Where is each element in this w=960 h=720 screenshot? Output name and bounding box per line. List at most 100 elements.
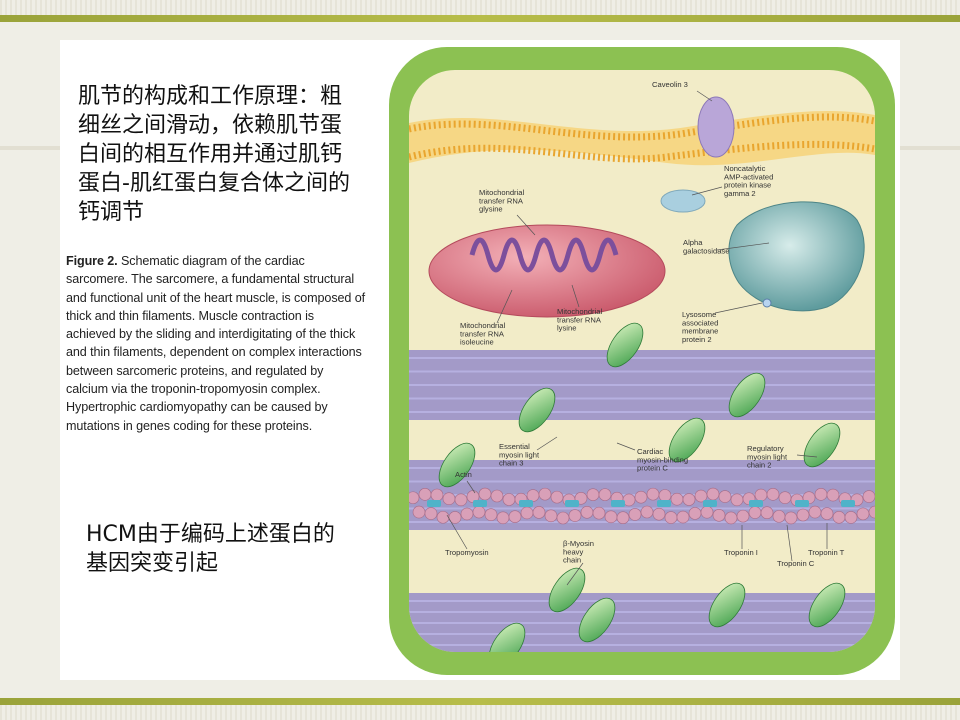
actin-monomer xyxy=(832,510,846,524)
myosin-head xyxy=(606,322,644,368)
label-cardiac-mybpc: myosin-binding xyxy=(637,455,688,464)
myosin-head xyxy=(803,422,841,468)
actin-monomer xyxy=(670,492,684,506)
actin-monomer xyxy=(772,510,786,523)
label-regulatory-mlc: chain 2 xyxy=(747,461,772,470)
label-beta-myosin: chain xyxy=(563,556,581,565)
actin-monomer xyxy=(412,505,426,519)
label-mito-isoleucine: Mitochondrial xyxy=(460,321,505,330)
actin-monomer xyxy=(436,510,450,524)
troponin-complex xyxy=(657,500,671,507)
troponin-complex xyxy=(565,500,579,507)
sarcomere-illustration: Caveolin 3NoncatalyticAMP-activatedprote… xyxy=(389,47,895,675)
label-beta-myosin: heavy xyxy=(563,547,583,556)
actin-monomer xyxy=(844,511,858,524)
myosin-heads xyxy=(438,322,846,652)
lamp2-protein xyxy=(762,298,772,308)
slide-title: 肌节的构成和工作原理：粗细丝之间滑动，依赖肌节蛋白间的相互作用并通过肌钙蛋白-肌… xyxy=(78,84,350,225)
figure-labels: Caveolin 3NoncatalyticAMP-activatedprote… xyxy=(445,80,845,586)
label-mito-lysine: lysine xyxy=(557,324,576,333)
label-regulatory-mlc: myosin light xyxy=(747,452,788,461)
label-essential-mlc: myosin light xyxy=(499,450,540,459)
label-lysosome-lamp2: Lysosome xyxy=(682,310,716,319)
actin-monomer xyxy=(526,489,540,502)
actin-monomer xyxy=(640,505,654,519)
actin-monomer xyxy=(796,508,810,522)
bottom-decor-band xyxy=(0,698,960,720)
actin-monomer xyxy=(748,506,762,519)
actin-monomer xyxy=(580,505,594,519)
actin-monomer xyxy=(508,510,522,523)
label-leader xyxy=(536,436,558,451)
label-essential-mlc: chain 3 xyxy=(499,459,524,468)
actin-monomer xyxy=(424,507,438,520)
actin-monomer xyxy=(478,487,492,501)
actin-monomer xyxy=(646,487,660,501)
actin-monomer xyxy=(676,510,690,524)
label-noncatalytic-ampk: gamma 2 xyxy=(724,189,756,198)
troponin-complex xyxy=(519,500,533,507)
actin-monomer xyxy=(736,509,750,523)
myosin-head xyxy=(808,582,846,628)
myosin-head xyxy=(438,442,476,488)
label-leader xyxy=(466,480,476,494)
actin-monomer xyxy=(868,505,875,519)
myosin-head xyxy=(488,622,526,652)
myosin-head xyxy=(518,387,556,433)
label-troponin-t: Troponin T xyxy=(808,548,845,557)
myosin-head xyxy=(708,582,746,628)
actin-monomer xyxy=(760,506,774,520)
actin-monomer xyxy=(550,490,564,504)
myosin-head xyxy=(668,417,706,463)
actin-monomer xyxy=(409,491,420,505)
actin-monomer xyxy=(862,490,875,503)
label-troponin-c: Troponin C xyxy=(777,559,815,568)
actin-monomer xyxy=(448,511,462,524)
troponin-complex xyxy=(795,500,809,507)
label-leader xyxy=(796,454,818,458)
actin-monomer xyxy=(628,508,642,521)
actin-monomer xyxy=(856,507,870,521)
actin-filament xyxy=(409,487,875,525)
actin-monomer xyxy=(814,488,828,501)
actin-monomer xyxy=(664,511,678,524)
actin-monomer xyxy=(724,511,738,525)
actin-monomer xyxy=(460,507,474,521)
troponin-complex xyxy=(473,500,487,507)
top-decor-band xyxy=(0,0,960,22)
label-mito-lysine: transfer RNA xyxy=(557,315,602,324)
actin-monomer xyxy=(520,506,534,520)
label-cardiac-mybpc: protein C xyxy=(637,464,668,473)
label-leader xyxy=(616,442,636,451)
troponin-complex xyxy=(749,500,763,507)
label-leader xyxy=(696,90,713,102)
troponin-complex xyxy=(611,500,625,507)
actin-monomer xyxy=(712,508,726,522)
label-leader xyxy=(786,524,793,562)
actin-monomer xyxy=(688,507,702,520)
label-tropomyosin: Tropomyosin xyxy=(445,548,489,557)
actin-monomer xyxy=(592,506,606,520)
actin-monomer xyxy=(442,492,456,506)
label-leader xyxy=(516,214,536,236)
label-lysosome-lamp2: protein 2 xyxy=(682,335,712,344)
label-mito-lysine: Mitochondrial xyxy=(557,307,602,316)
ampk-protein xyxy=(660,189,706,213)
figure-caption: Figure 2. Schematic diagram of the cardi… xyxy=(66,252,366,435)
actin-monomer xyxy=(568,509,582,522)
troponin-complex xyxy=(703,500,717,507)
actin-monomer xyxy=(622,493,636,507)
myosin-head xyxy=(548,567,586,613)
actin-monomer xyxy=(604,510,618,524)
label-actin: Actin xyxy=(455,470,472,479)
label-lysosome-lamp2: membrane xyxy=(682,327,718,336)
myosin-head xyxy=(578,597,616,643)
label-leader xyxy=(714,302,763,314)
actin-monomer xyxy=(418,488,432,501)
actin-monomer xyxy=(658,489,672,502)
actin-monomer xyxy=(766,488,780,501)
actin-monomer xyxy=(784,511,798,525)
caption-text: Schematic diagram of the cardiac sarcome… xyxy=(66,254,366,433)
actin-monomer xyxy=(544,509,558,523)
